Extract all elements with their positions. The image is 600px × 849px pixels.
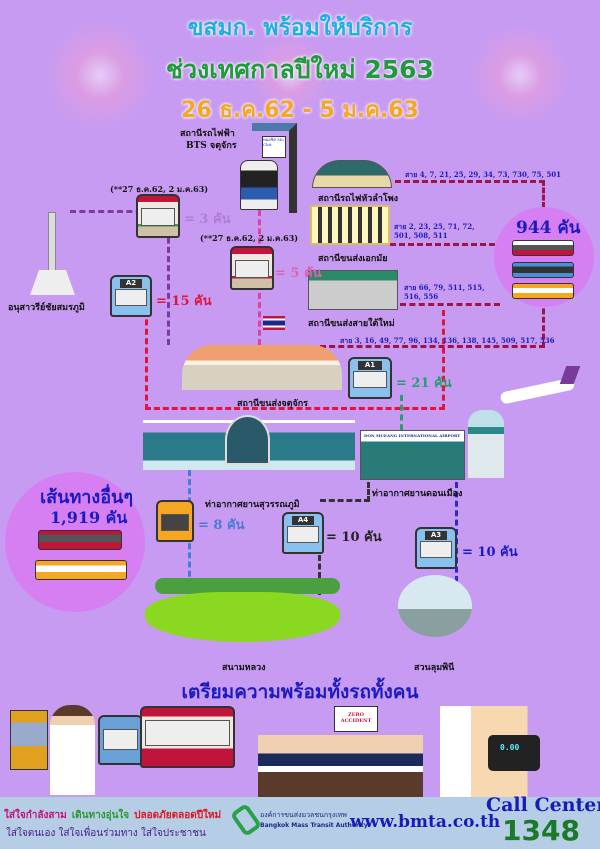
route-line-southern — [400, 303, 500, 306]
hualamphong-station-icon — [312, 160, 392, 188]
a2-count: = 15 คัน — [156, 294, 212, 309]
firework-decoration — [250, 35, 330, 115]
lumphini-label: สวนลุมพินี — [414, 663, 455, 673]
route-line-a4 — [320, 482, 370, 502]
thai-flag-icon — [263, 316, 285, 330]
bus-note-1: (**27 ธ.ค.62, 2 ม.ค.63) — [110, 184, 209, 194]
call-center-number[interactable]: 1348 — [502, 814, 580, 847]
orange-bus-icon — [156, 500, 194, 542]
ekkamai-label: สถานีขนส่งเอกมัย — [318, 254, 388, 264]
bus-orange-icon — [35, 560, 127, 580]
total-main-count: 944 คัน — [516, 218, 581, 238]
bts-label-2: BTS จตุจักร — [186, 141, 237, 151]
a3-bus-icon: A3 — [415, 527, 457, 569]
bus-blue-icon — [512, 262, 574, 278]
hualamphong-routes: สาย 4, 7, 21, 25, 29, 34, 73, 730, 75, 5… — [405, 170, 562, 179]
title-line2: ช่วงเทศกาลปีใหม่ 2563 — [166, 55, 434, 84]
donmueang-airport-icon — [360, 430, 465, 480]
staff-person-icon — [50, 705, 95, 795]
mochit-sign: หมอชิต Mo Chit — [262, 136, 286, 158]
slogan-row: ใส่ใจกำลังสาม เดินทางอุ่นใจ ปลอดภัยตลอดป… — [4, 808, 221, 823]
a4-bus-icon: A4 — [282, 512, 324, 554]
bus-red-white-icon — [136, 194, 180, 238]
other-routes-count: 1,919 คัน — [50, 508, 128, 527]
donmueang-sign: DON MUEANG INTERNATIONAL AIRPORT — [364, 433, 461, 438]
route-line-ekkamai — [390, 243, 495, 246]
a2-bus-icon: A2 — [110, 275, 152, 317]
other-routes-label: เส้นทางอื่นๆ — [40, 487, 133, 508]
a1-count: = 21 คัน — [396, 376, 452, 391]
bus-red-icon — [512, 240, 574, 256]
orange-bus-count: = 8 คัน — [198, 518, 245, 533]
route-line-a1 — [400, 395, 403, 440]
airplane-tail — [559, 366, 581, 384]
route-line-a2 — [145, 310, 445, 410]
zero-accident-sign: ZERO ACCIDENT — [334, 706, 378, 732]
route-line-monument — [70, 210, 170, 345]
southern-terminal-icon — [308, 270, 398, 310]
monument-base — [30, 270, 75, 295]
sanam-luang-label: สนามหลวง — [222, 663, 266, 673]
title-dates: 26 ธ.ค.62 - 5 ม.ค.63 — [181, 98, 419, 123]
bus-red-icon — [38, 530, 122, 550]
org-name-en: Bangkok Mass Transit Authority — [260, 822, 368, 829]
bus-lineup-red — [140, 706, 235, 768]
southern-label: สถานีขนส่งสายใต้ใหม่ — [308, 319, 395, 329]
a3-count: = 10 คัน — [462, 545, 518, 560]
breathalyzer-device-icon — [488, 735, 540, 771]
footer — [0, 797, 600, 849]
slogan-1c: ปลอดภัยตลอดปีใหม่ — [134, 810, 222, 821]
sanam-luang-trees — [155, 578, 340, 594]
slogan-2: ใส่ใจตนเอง ใส่ใจเพื่อนร่วมทาง ใส่ใจประชา… — [6, 828, 206, 839]
call-center-label: Call Center — [486, 794, 600, 816]
bts-train-icon — [240, 160, 278, 210]
bts-label: สถานีรถไฟฟ้า — [180, 129, 235, 139]
bus-red-white-icon — [230, 246, 274, 290]
route-line-hualamphong — [395, 180, 545, 208]
suvarnabhumi-label: ท่าอากาศยานสุวรรณภูมิ — [205, 500, 300, 510]
a4-count: = 10 คัน — [326, 530, 382, 545]
chatuchak-label: สถานีขนส่งจตุจักร — [237, 399, 309, 409]
bus-count-5: = 5 คัน — [275, 266, 322, 281]
lumphini-park-icon — [398, 575, 472, 637]
bus-orange-icon — [512, 283, 574, 299]
chatuchak-terminal-icon — [182, 345, 342, 390]
org-name-th: องค์การขนส่งมวลชนกรุงเทพ — [260, 811, 347, 819]
buses-lineup-icon — [10, 710, 48, 770]
slogan-1b: เดินทางอุ่นใจ — [71, 810, 130, 821]
southern-routes: สาย 66, 79, 511, 515, 516, 556 — [404, 283, 485, 301]
breathalyzer-reading: 0.00 — [500, 743, 520, 752]
monument-label: อนุสาวรีย์ชัยสมรภูมิ — [8, 303, 85, 313]
bus-count-3: = 3 คัน — [184, 212, 231, 227]
route-line-a4-down — [318, 555, 321, 595]
firework-decoration — [470, 25, 570, 125]
readiness-heading: เตรียมความพร้อมทั้งรถทั้งคน — [181, 681, 419, 703]
bts-tower — [252, 123, 297, 213]
firework-decoration — [45, 20, 155, 130]
route-line-chatuchak — [320, 300, 545, 348]
chatuchak-routes: สาย 3, 16, 49, 77, 96, 134, 136, 138, 14… — [340, 336, 555, 345]
staff-group-icon — [258, 735, 423, 797]
suvarnabhumi-dome — [225, 415, 270, 465]
slogan-1a: ใส่ใจกำลังสาม — [4, 810, 67, 821]
website-link[interactable]: www.bmta.co.th — [350, 812, 501, 832]
a1-bus-icon: A1 — [348, 357, 392, 399]
donmueang-label: ท่าอากาศยานดอนเมือง — [372, 489, 463, 499]
hualamphong-label: สถานีรถไฟหัวลำโพง — [318, 194, 399, 204]
sanam-luang-field-icon — [145, 592, 340, 642]
bus-note-2: (**27 ธ.ค.62, 2 ม.ค.63) — [200, 233, 299, 243]
control-tower-icon — [468, 410, 504, 478]
ekkamai-station-icon — [310, 205, 390, 245]
title-line1: ขสมก. พร้อมให้บริการ — [187, 15, 413, 41]
bus-lineup-blue — [98, 715, 143, 765]
ekkamai-routes: สาย 2, 23, 25, 71, 72, 501, 508, 511 — [394, 222, 475, 240]
